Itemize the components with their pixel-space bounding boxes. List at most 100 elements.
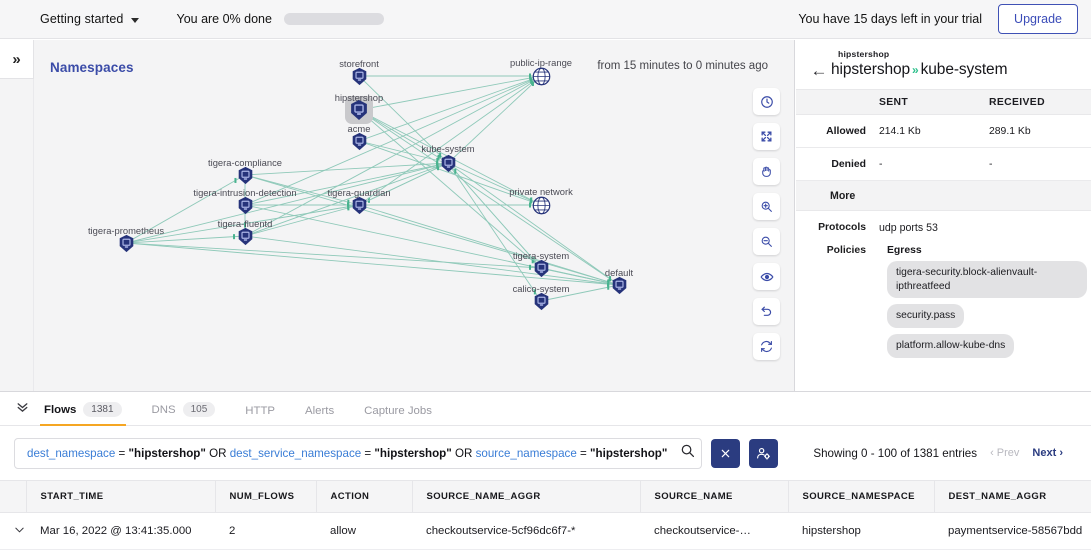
cell-action: allow	[316, 512, 412, 550]
graph-edge	[540, 267, 620, 286]
graph-node-tigera-compliance[interactable]	[236, 166, 255, 185]
search-icon[interactable]	[680, 443, 695, 463]
allowed-received-value: 289.1 Kb	[989, 114, 1091, 148]
table-row[interactable]: Mar 16, 2022 @ 13:41:35.000 2 allow chec…	[0, 512, 1091, 550]
col-action[interactable]: ACTION	[316, 480, 413, 513]
graph-edge	[125, 204, 360, 244]
graph-edge-arrow	[437, 154, 440, 160]
graph-edge	[244, 75, 542, 237]
graph-node-private-network[interactable]	[532, 196, 551, 215]
clock-icon-button[interactable]	[753, 88, 780, 115]
policy-pill[interactable]: security.pass	[887, 304, 965, 329]
col-source-namespace[interactable]: SOURCE_NAMESPACE	[788, 480, 935, 513]
bottom-panel-collapse-button[interactable]	[0, 401, 44, 425]
graph-node-kube-system[interactable]	[439, 154, 458, 173]
graph-edge	[447, 162, 542, 269]
upgrade-button[interactable]: Upgrade	[998, 4, 1078, 34]
col-source-name-aggr[interactable]: SOURCE_NAME_AGGR	[412, 480, 641, 513]
more-section-header[interactable]: More	[796, 181, 1091, 211]
namespace-icon	[351, 100, 367, 120]
graph-node-label: public-ip-range	[509, 57, 573, 68]
graph-node-tigera-prometheus[interactable]	[117, 234, 136, 253]
graph-node-public-ip-range[interactable]	[532, 67, 551, 86]
undo-icon-button[interactable]	[753, 298, 780, 325]
row-expander-button[interactable]	[0, 512, 26, 550]
policy-pill[interactable]: platform.allow-kube-dns	[887, 334, 1015, 358]
next-page-button[interactable]: Next ›	[1032, 447, 1063, 459]
graph-edge	[244, 162, 449, 176]
arrow-left-icon[interactable]: ←	[810, 60, 828, 80]
graph-node-label: tigera-prometheus	[87, 225, 165, 236]
refresh-icon	[761, 340, 772, 353]
graph-node-label: acme	[347, 123, 371, 134]
graph-title[interactable]: Namespaces	[50, 60, 134, 75]
getting-started-menu[interactable]: Getting started	[40, 12, 139, 26]
namespace-icon	[119, 234, 133, 252]
graph-node-calico-system[interactable]	[532, 292, 551, 311]
graph-edge	[358, 140, 449, 164]
graph-node-label: tigera-compliance	[208, 157, 282, 168]
cell-source-name-aggr: checkoutservice-5cf96dc6f7-*	[412, 512, 640, 550]
trial-status-text: You have 15 days left in your trial	[798, 12, 983, 26]
graph-node-storefront[interactable]	[350, 67, 369, 86]
graph-edge-arrow	[347, 199, 350, 205]
top-bar: Getting started You are 0% done You have…	[0, 0, 1091, 39]
graph-edge-arrow	[529, 264, 532, 270]
refresh-icon-button[interactable]	[753, 333, 780, 360]
globe-icon	[532, 196, 550, 214]
graph-node-tigera-system[interactable]	[532, 259, 551, 278]
tab-alerts[interactable]: Alerts	[305, 405, 347, 425]
expand-icon-button[interactable]	[753, 123, 780, 150]
policy-pill[interactable]: tigera-security.block-alienvault-ipthrea…	[887, 261, 1087, 299]
zoom-in-icon-button[interactable]	[753, 193, 780, 220]
sidebar-expand-button[interactable]: »	[0, 40, 34, 79]
graph-edge-arrow	[244, 222, 246, 228]
hand-icon-button[interactable]	[753, 158, 780, 185]
col-dest-name-aggr[interactable]: DEST_NAME_AGGR	[934, 480, 1091, 513]
graph-edge	[358, 75, 542, 206]
graph-node-tigera-guardian[interactable]	[350, 196, 369, 215]
globe-icon	[532, 67, 550, 85]
service-graph-canvas	[125, 73, 620, 302]
graph-edge-arrow	[234, 177, 237, 183]
eye-icon-button[interactable]	[753, 263, 780, 290]
query-token-val: "hipstershop"	[374, 446, 452, 460]
namespace-icon	[352, 132, 366, 150]
col-source-name[interactable]: SOURCE_NAME	[640, 480, 789, 513]
close-icon	[721, 449, 730, 457]
graph-edge	[125, 235, 246, 244]
saved-filters-button[interactable]	[749, 438, 778, 468]
detail-source-label: hipstershop	[831, 61, 911, 78]
flow-query-input[interactable]: dest_namespace = "hipstershop" OR dest_s…	[14, 437, 702, 469]
prev-page-button[interactable]: ‹ Prev	[990, 447, 1020, 459]
policies-direction-label: Egress	[887, 245, 922, 256]
graph-edge-arrow	[607, 284, 610, 290]
col-start-time[interactable]: START_TIME	[26, 480, 216, 513]
tab-http[interactable]: HTTP	[245, 405, 288, 425]
graph-node-acme[interactable]	[350, 132, 369, 151]
graph-edge	[244, 75, 542, 206]
detail-header: hipstershop ← hipstershop»kube-system	[796, 40, 1091, 89]
graph-node-label: kube-system	[421, 143, 475, 154]
graph-node-hipstershop[interactable]	[348, 99, 370, 121]
tab-capture-jobs[interactable]: Capture Jobs	[364, 405, 445, 425]
graph-node-default[interactable]	[610, 276, 629, 295]
graph-node-tigera-fluentd[interactable]	[236, 227, 255, 246]
detail-breadcrumb: hipstershop	[838, 49, 890, 59]
col-num-flows[interactable]: NUM_FLOWS	[215, 480, 317, 513]
graph-edge	[447, 162, 542, 206]
graph-edge	[244, 235, 620, 286]
flow-direction-arrow-icon: »	[912, 63, 919, 77]
graph-edge	[358, 140, 542, 206]
graph-edge	[244, 174, 360, 206]
graph-edge-arrow	[439, 152, 442, 158]
graph-node-tigera-intrusion-detection[interactable]	[236, 196, 255, 215]
graph-edge	[540, 284, 620, 302]
clear-query-button[interactable]	[711, 438, 740, 468]
traffic-summary-table: SENT RECEIVED Allowed 214.1 Kb 289.1 Kb …	[796, 89, 1091, 181]
cell-source-namespace: hipstershop	[788, 512, 934, 550]
zoom-out-icon-button[interactable]	[753, 228, 780, 255]
